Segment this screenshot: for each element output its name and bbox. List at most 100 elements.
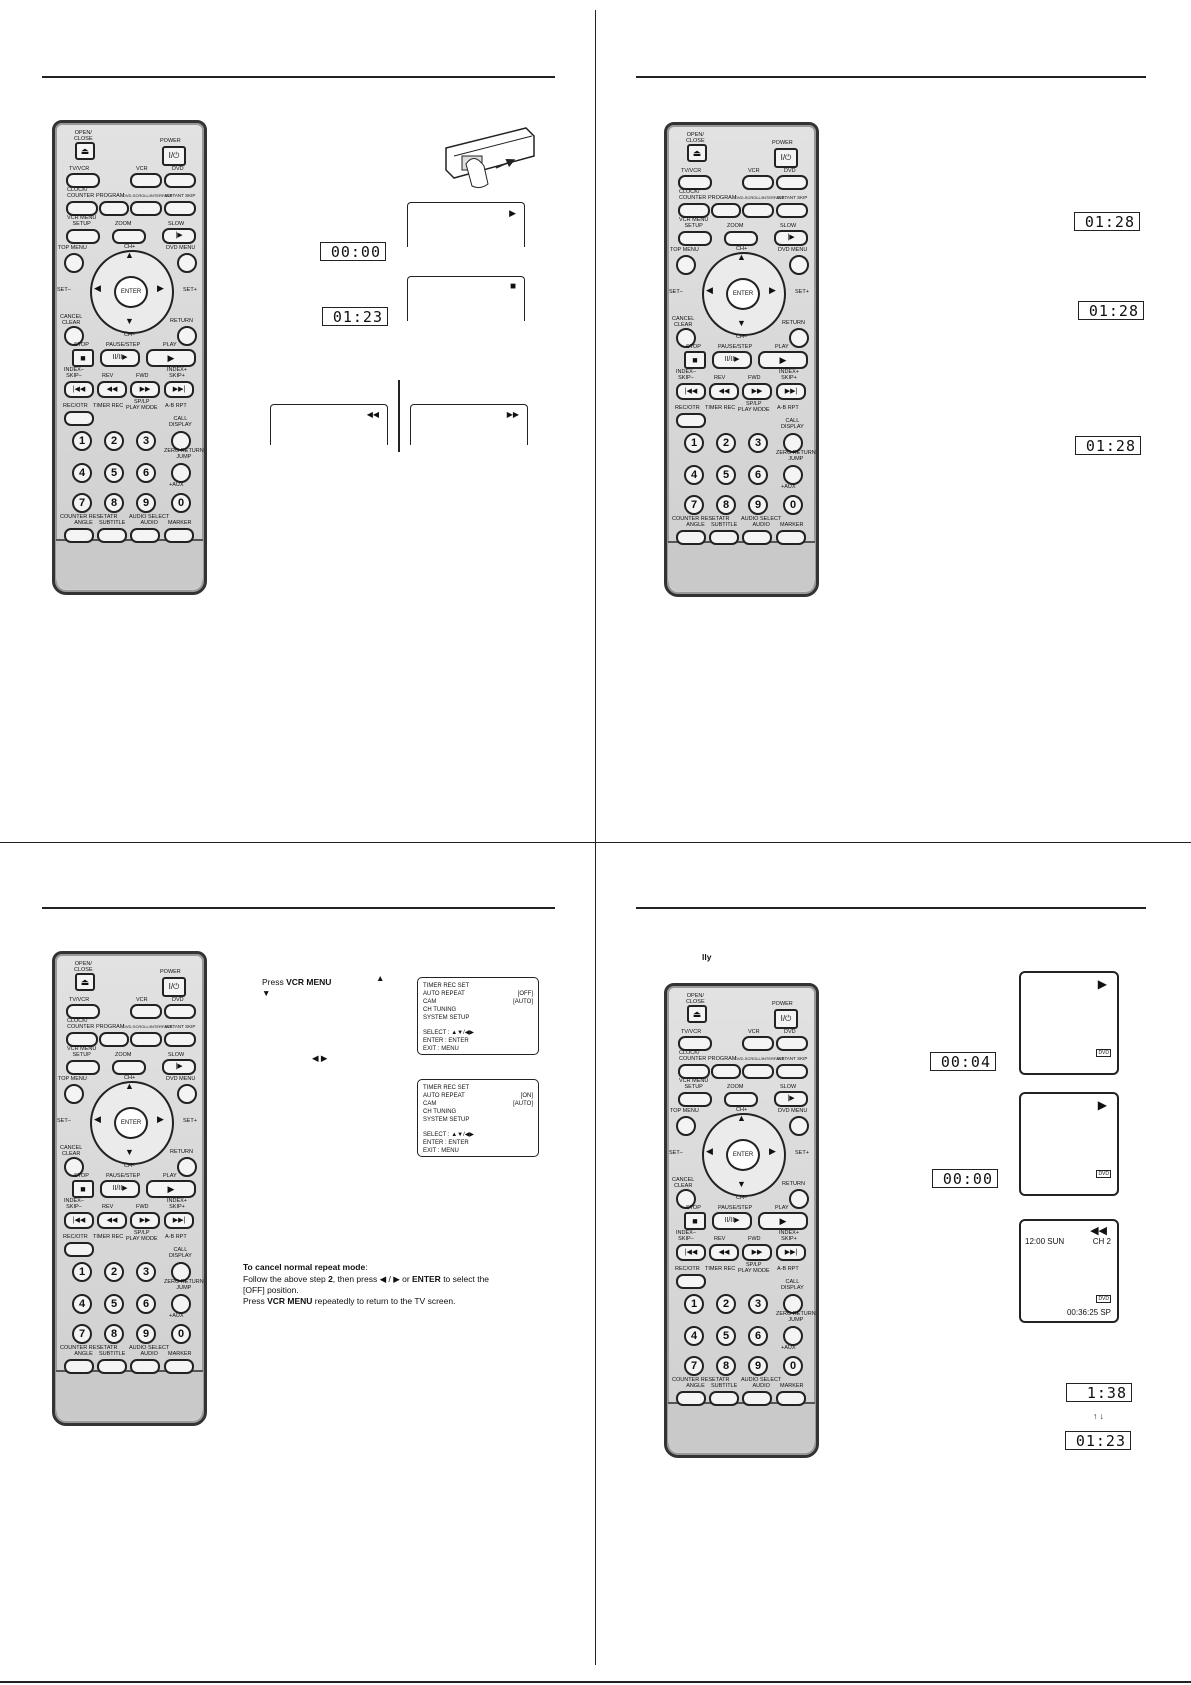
skip-forward-button[interactable]: ▶▶|	[164, 1212, 194, 1229]
digit-0-button[interactable]: 0	[171, 1324, 191, 1344]
slow-button[interactable]: |▶	[162, 1059, 196, 1075]
digit-4-button[interactable]: 4	[684, 465, 704, 485]
skip-forward-button[interactable]: ▶▶|	[776, 1244, 806, 1261]
zero-return-button[interactable]	[171, 463, 191, 483]
call-display-button[interactable]	[171, 431, 191, 451]
dvd-menu-button[interactable]	[789, 1116, 809, 1136]
vcr-button[interactable]	[742, 1036, 774, 1051]
tv-vcr-button[interactable]	[66, 1004, 100, 1019]
digit-5-button[interactable]: 5	[104, 463, 124, 483]
instant-skip-button[interactable]	[164, 201, 196, 216]
angle-button[interactable]	[64, 528, 94, 543]
dvd-scroll-button[interactable]	[130, 1032, 162, 1047]
digit-2-button[interactable]: 2	[716, 1294, 736, 1314]
rev-button[interactable]: ◀◀	[97, 381, 127, 398]
rec-button[interactable]	[64, 1242, 94, 1257]
instant-skip-button[interactable]	[776, 203, 808, 218]
digit-1-button[interactable]: 1	[684, 433, 704, 453]
digit-4-button[interactable]: 4	[72, 1294, 92, 1314]
dvd-scroll-button[interactable]	[742, 1064, 774, 1079]
clock-counter-button[interactable]	[66, 1032, 98, 1047]
digit-7-button[interactable]: 7	[684, 1356, 704, 1376]
left-arrow-icon[interactable]: ◀	[94, 1114, 101, 1124]
dpad[interactable]	[90, 1081, 174, 1165]
marker-button[interactable]	[164, 528, 194, 543]
skip-back-button[interactable]: |◀◀	[676, 1244, 706, 1261]
call-display-button[interactable]	[783, 433, 803, 453]
digit-7-button[interactable]: 7	[72, 493, 92, 513]
return-button[interactable]	[789, 1189, 809, 1209]
digit-9-button[interactable]: 9	[748, 1356, 768, 1376]
enter-button[interactable]: ENTER	[726, 278, 760, 310]
down-arrow-icon[interactable]: ▼	[737, 1179, 746, 1189]
top-menu-button[interactable]	[64, 253, 84, 273]
fwd-button[interactable]: ▶▶	[742, 383, 772, 400]
power-button[interactable]: I/⏻	[162, 977, 186, 997]
clock-counter-button[interactable]	[678, 1064, 710, 1079]
up-arrow-icon[interactable]: ▲	[737, 252, 746, 262]
fwd-button[interactable]: ▶▶	[130, 1212, 160, 1229]
enter-button[interactable]: ENTER	[114, 276, 148, 308]
digit-8-button[interactable]: 8	[716, 1356, 736, 1376]
down-arrow-icon[interactable]: ▼	[125, 316, 134, 326]
top-menu-button[interactable]	[676, 1116, 696, 1136]
digit-0-button[interactable]: 0	[171, 493, 191, 513]
digit-3-button[interactable]: 3	[748, 1294, 768, 1314]
return-button[interactable]	[177, 1157, 197, 1177]
rec-button[interactable]	[676, 413, 706, 428]
marker-button[interactable]	[776, 530, 806, 545]
enter-button[interactable]: ENTER	[114, 1107, 148, 1139]
vcr-button[interactable]	[130, 173, 162, 188]
up-arrow-icon[interactable]: ▲	[125, 250, 134, 260]
clock-counter-button[interactable]	[678, 203, 710, 218]
digit-8-button[interactable]: 8	[716, 495, 736, 515]
audio-button[interactable]	[742, 530, 772, 545]
right-arrow-icon[interactable]: ▶	[157, 1114, 164, 1124]
subtitle-button[interactable]	[97, 528, 127, 543]
power-button[interactable]: I/⏻	[162, 146, 186, 166]
call-display-button[interactable]	[171, 1262, 191, 1282]
eject-button[interactable]: ⏏	[687, 144, 707, 162]
cancel-button[interactable]	[676, 328, 696, 348]
instant-skip-button[interactable]	[164, 1032, 196, 1047]
digit-1-button[interactable]: 1	[72, 1262, 92, 1282]
instant-skip-button[interactable]	[776, 1064, 808, 1079]
digit-8-button[interactable]: 8	[104, 493, 124, 513]
digit-4-button[interactable]: 4	[72, 463, 92, 483]
digit-6-button[interactable]: 6	[748, 1326, 768, 1346]
stop-button[interactable]: ■	[684, 351, 706, 369]
subtitle-button[interactable]	[709, 1391, 739, 1406]
dvd-menu-button[interactable]	[177, 1084, 197, 1104]
down-arrow-icon[interactable]: ▼	[125, 1147, 134, 1157]
zoom-button[interactable]	[724, 231, 758, 246]
dvd-menu-button[interactable]	[789, 255, 809, 275]
audio-button[interactable]	[130, 528, 160, 543]
power-button[interactable]: I/⏻	[774, 148, 798, 168]
enter-button[interactable]: ENTER	[726, 1139, 760, 1171]
digit-2-button[interactable]: 2	[104, 1262, 124, 1282]
rev-button[interactable]: ◀◀	[709, 383, 739, 400]
rec-button[interactable]	[64, 411, 94, 426]
call-display-button[interactable]	[783, 1294, 803, 1314]
pause-step-button[interactable]: II/II▶	[712, 351, 752, 369]
digit-4-button[interactable]: 4	[684, 1326, 704, 1346]
skip-back-button[interactable]: |◀◀	[64, 381, 94, 398]
rec-button[interactable]	[676, 1274, 706, 1289]
vcr-button[interactable]	[130, 1004, 162, 1019]
dpad[interactable]	[702, 252, 786, 336]
fwd-button[interactable]: ▶▶	[130, 381, 160, 398]
eject-button[interactable]: ⏏	[75, 142, 95, 160]
digit-9-button[interactable]: 9	[748, 495, 768, 515]
top-menu-button[interactable]	[64, 1084, 84, 1104]
dvd-button[interactable]	[776, 175, 808, 190]
digit-5-button[interactable]: 5	[716, 1326, 736, 1346]
audio-button[interactable]	[130, 1359, 160, 1374]
vcr-menu-button[interactable]	[678, 231, 712, 246]
zoom-button[interactable]	[112, 1060, 146, 1075]
program-button[interactable]	[99, 201, 129, 216]
eject-button[interactable]: ⏏	[687, 1005, 707, 1023]
digit-7-button[interactable]: 7	[684, 495, 704, 515]
dvd-scroll-button[interactable]	[742, 203, 774, 218]
vcr-menu-button[interactable]	[678, 1092, 712, 1107]
digit-2-button[interactable]: 2	[104, 431, 124, 451]
